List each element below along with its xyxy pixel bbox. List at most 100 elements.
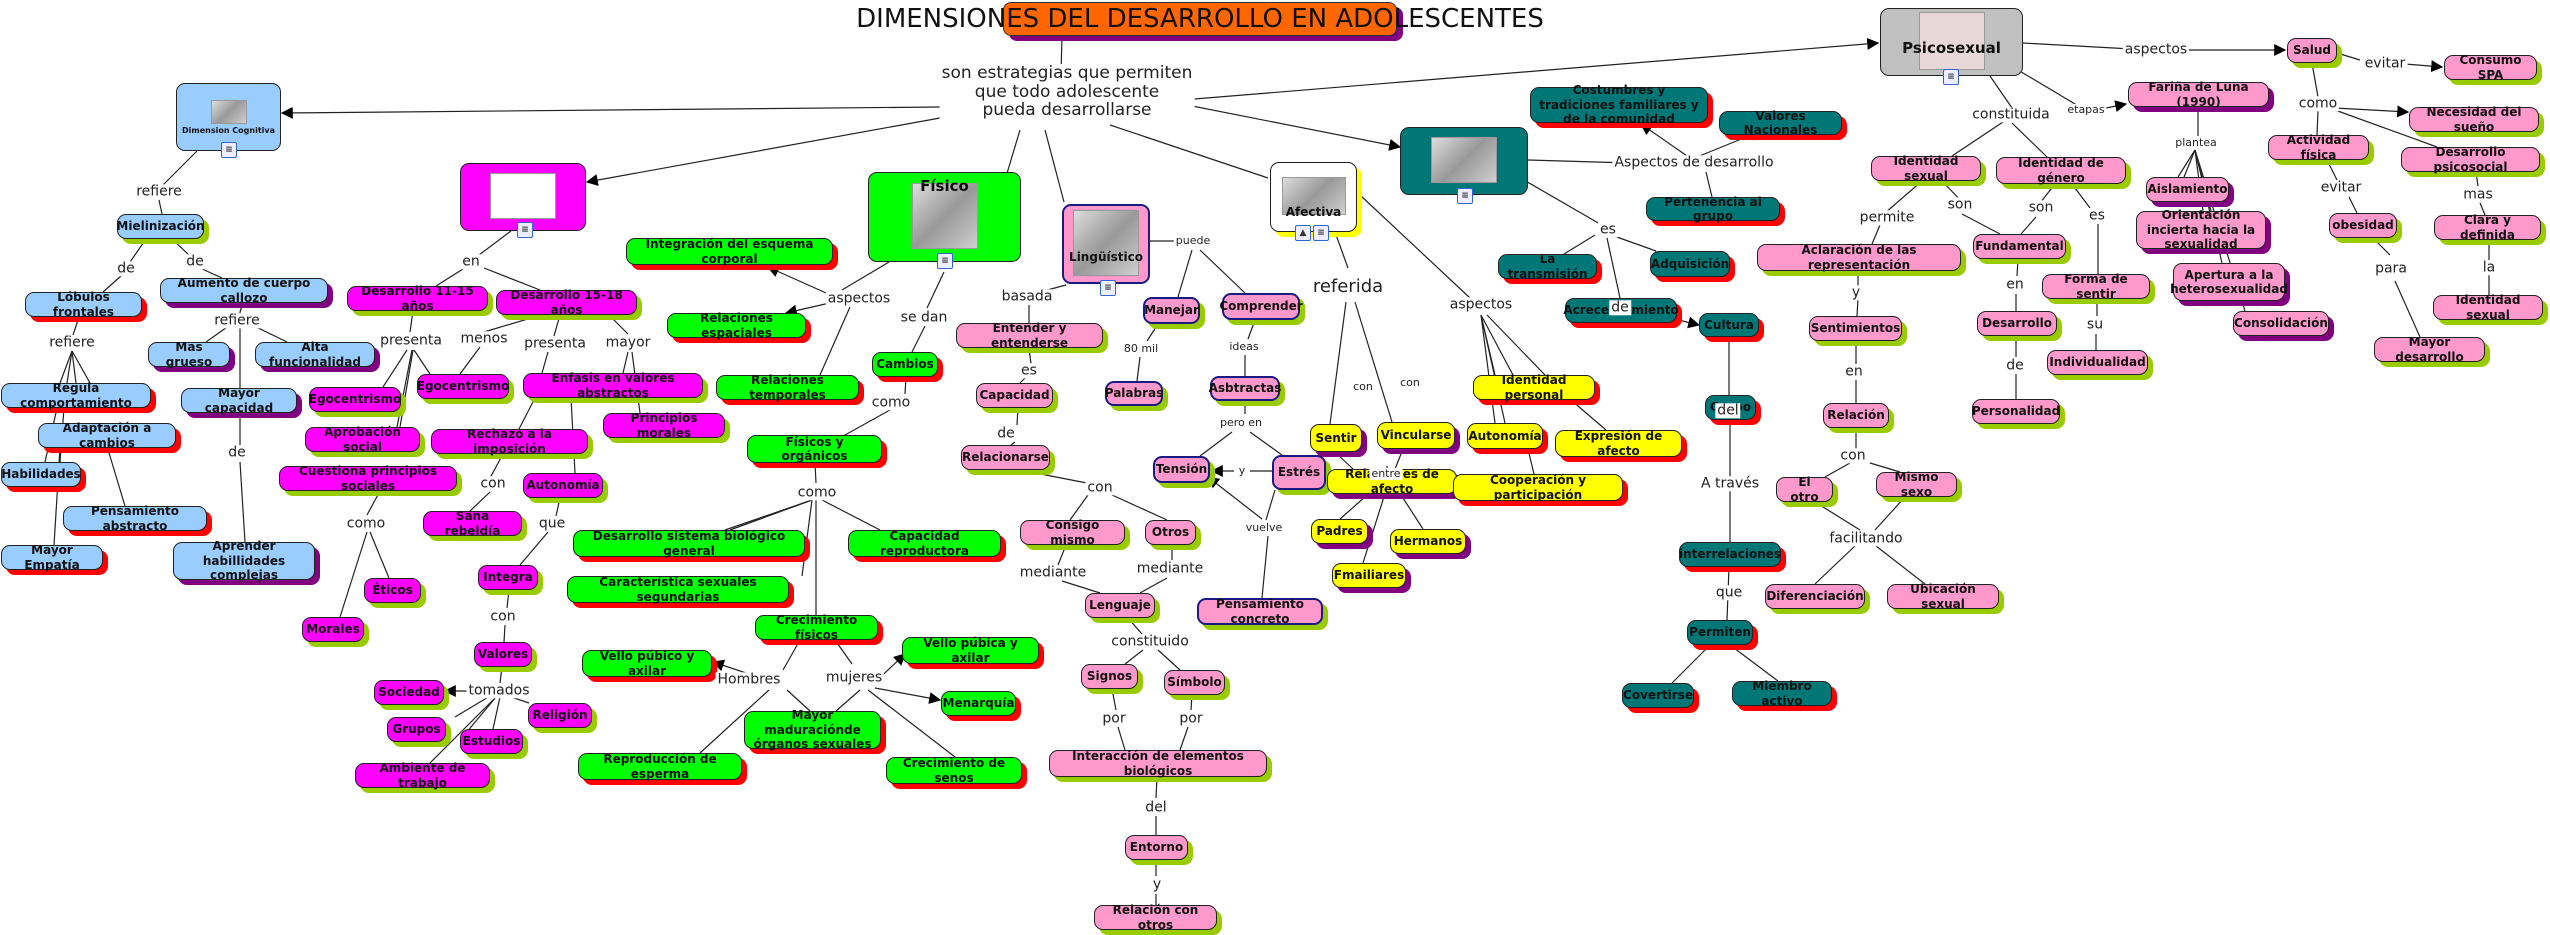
concept-id-sexual[interactable]: Identidad sexual xyxy=(1871,154,1981,183)
concept-clara[interactable]: Clara y definida xyxy=(2434,213,2541,242)
concept-aclaracion[interactable]: Aclaración de las representación xyxy=(1757,243,1961,272)
concept-entender[interactable]: Entender y entenderse xyxy=(956,321,1103,350)
concept-morales[interactable]: Morales xyxy=(302,617,364,642)
concept-relacion[interactable]: Relación xyxy=(1823,403,1889,428)
dimension-linguistico[interactable]: Lingüístico ≡ xyxy=(1062,204,1150,296)
concept-des-psico[interactable]: Desarrollo psicosocial xyxy=(2401,145,2540,174)
concept-mayor-des[interactable]: Mayor desarrollo xyxy=(2374,335,2485,364)
document-icon[interactable]: ≡ xyxy=(221,142,237,158)
concept-el-otro[interactable]: El otro xyxy=(1776,475,1833,504)
concept-mismo-sexo[interactable]: Mismo sexo xyxy=(1876,470,1957,499)
concept-esperma[interactable]: Reproducción de esperma xyxy=(578,752,742,781)
concept-id-sexual2[interactable]: Identidad sexual xyxy=(2433,293,2543,322)
concept-obesidad[interactable]: obesidad xyxy=(2329,213,2397,238)
concept-ego1[interactable]: Egocentrismo xyxy=(309,387,401,412)
concept-salud[interactable]: Salud xyxy=(2287,38,2337,63)
concept-cap-rep[interactable]: Capacidad reproductora xyxy=(848,529,1001,558)
concept-comprender[interactable]: Comprender xyxy=(1219,293,1303,320)
concept-miembro[interactable]: Miembro activo xyxy=(1732,679,1832,708)
concept-apertura[interactable]: Apertura a la heterosexualidad xyxy=(2170,263,2288,301)
concept-integracion[interactable]: Integración del esquema corporal xyxy=(626,237,833,266)
concept-caract[interactable]: Característica sexuales segundarias xyxy=(567,575,789,604)
concept-individualidad[interactable]: Individualidad xyxy=(2047,350,2148,375)
concept-menarquia[interactable]: Menarquía xyxy=(941,691,1016,716)
concept-familiares[interactable]: Fmailiares xyxy=(1332,563,1406,588)
concept-rel-temp[interactable]: Relaciones temporales xyxy=(716,373,859,402)
concept-eticos[interactable]: Éticos xyxy=(364,578,421,603)
image-icon[interactable]: ▲ xyxy=(1295,225,1311,241)
concept-personalidad[interactable]: Personalidad xyxy=(1972,399,2060,424)
document-icon[interactable]: ≡ xyxy=(1100,280,1116,296)
concept-vello-m[interactable]: Vello púbica y axilar xyxy=(902,636,1039,665)
concept-identidad-p[interactable]: Identidad personal xyxy=(1473,373,1595,402)
dimension-psicosexual[interactable]: Psicosexual ≡ xyxy=(1880,8,2023,85)
concept-otros[interactable]: Otros xyxy=(1145,520,1196,545)
concept-cuestiona[interactable]: Cuestiona principios sociales xyxy=(279,464,457,493)
concept-orientacion[interactable]: Orientación incierta hacia la sexualidad xyxy=(2136,208,2266,251)
concept-palabras[interactable]: Palabras xyxy=(1105,381,1163,406)
concept-estres[interactable]: Estrés xyxy=(1272,455,1326,490)
concept-sentir[interactable]: Sentir xyxy=(1310,424,1362,452)
concept-aprender[interactable]: Aprender habillidades complejas xyxy=(173,539,315,582)
concept-lenguaje[interactable]: Lenguaje xyxy=(1085,593,1155,618)
concept-integra[interactable]: Integra xyxy=(478,565,538,590)
concept-rel-otros[interactable]: Relación con otros xyxy=(1094,903,1217,932)
concept-desarrollo-ps[interactable]: Desarrollo xyxy=(1977,311,2057,336)
concept-cultura[interactable]: Cultura xyxy=(1699,313,1759,337)
concept-des1518[interactable]: Desarrollo 15-18 años xyxy=(496,288,637,317)
concept-religion[interactable]: Religión xyxy=(528,703,592,728)
concept-alta-func[interactable]: Alta funcionalidad xyxy=(255,340,375,369)
concept-grupos[interactable]: Grupos xyxy=(387,717,446,742)
concept-fundamental[interactable]: Fundamental xyxy=(1973,234,2066,259)
concept-mas-grueso[interactable]: Mas grueso xyxy=(148,340,230,369)
concept-enfasis[interactable]: Enfasis en valores abstractos xyxy=(523,371,703,400)
concept-hermanos[interactable]: Hermanos xyxy=(1390,529,1466,554)
concept-abstractas[interactable]: Asbtractas xyxy=(1209,376,1281,401)
concept-empatia[interactable]: Mayor Empatía xyxy=(1,543,103,572)
concept-val-nac[interactable]: Valores Nacionales xyxy=(1719,109,1842,137)
concept-entorno[interactable]: Entorno xyxy=(1125,835,1188,860)
concept-fis-org[interactable]: Físicos y orgánicos xyxy=(747,435,882,463)
concept-pens-concreto[interactable]: Pensamiento concreto xyxy=(1197,597,1323,626)
document-icon[interactable]: ≡ xyxy=(1313,225,1329,241)
concept-covertirse[interactable]: Covertirse xyxy=(1622,683,1694,708)
concept-cambios[interactable]: Cambios xyxy=(872,352,938,377)
concept-tension[interactable]: Tensión xyxy=(1153,456,1210,483)
dimension-cognitiva[interactable]: Dimension Cognitiva ≡ xyxy=(176,83,281,158)
concept-crec[interactable]: Crecimiento físicos xyxy=(755,613,878,642)
concept-consolidacion[interactable]: Consolidación xyxy=(2233,311,2329,336)
concept-simbolo[interactable]: Símbolo xyxy=(1164,670,1225,695)
concept-principios[interactable]: Principios morales xyxy=(603,411,725,440)
concept-regula[interactable]: Regula comportamiento xyxy=(1,381,151,410)
concept-consumo[interactable]: Consumo SPA xyxy=(2444,53,2537,82)
concept-pertenencia[interactable]: Pertenencia al grupo xyxy=(1646,195,1780,223)
document-icon[interactable]: ≡ xyxy=(1457,188,1473,204)
concept-interaccion[interactable]: Interacción de elementos biológicos xyxy=(1049,749,1267,778)
concept-costumbres[interactable]: Costumbres y tradiciones familiares y de… xyxy=(1530,83,1708,126)
concept-ubicacion[interactable]: Ubicación sexual xyxy=(1887,582,1999,611)
concept-lobulos[interactable]: Lóbulos frontales xyxy=(25,290,142,319)
concept-sentimientos[interactable]: Sentimientos xyxy=(1809,316,1902,341)
concept-aumento[interactable]: Aumento de cuerpo callozo xyxy=(160,276,328,305)
concept-transmision[interactable]: La transmisión xyxy=(1498,252,1597,281)
concept-vincularse[interactable]: Vincularse xyxy=(1377,422,1455,449)
concept-farina[interactable]: Fariña de Luna (1990) xyxy=(2128,80,2269,109)
concept-adaptacion[interactable]: Adaptación a cambios xyxy=(38,421,176,450)
concept-habilidades[interactable]: Habilidades xyxy=(1,462,81,487)
concept-senos[interactable]: Crecimiento de senos xyxy=(886,756,1022,785)
concept-valores[interactable]: Valores xyxy=(474,642,532,667)
concept-interrelaciones[interactable]: interrelaciones xyxy=(1679,542,1781,567)
concept-autonomia-v[interactable]: Autonomía xyxy=(523,473,603,498)
concept-pensamiento-abs[interactable]: Pensamiento abstracto xyxy=(63,504,207,533)
concept-ambiente[interactable]: Ambiente de trabajo xyxy=(355,761,490,790)
document-icon[interactable]: ≡ xyxy=(517,222,533,238)
concept-rel-esp[interactable]: Relaciones espaciales xyxy=(667,311,806,340)
dimension-fisico[interactable]: Físico ≡ xyxy=(868,172,1021,269)
concept-estudios[interactable]: Estudios xyxy=(460,729,523,754)
concept-mielinizacion[interactable]: Mielinización xyxy=(116,214,205,239)
concept-autonomia-a[interactable]: Autonomía xyxy=(1467,423,1543,449)
concept-rechazo[interactable]: Rechazo a la imposición xyxy=(431,427,588,456)
concept-permiten[interactable]: Permiten xyxy=(1687,620,1753,645)
concept-consigo[interactable]: Consigo mismo xyxy=(1020,518,1125,547)
concept-vello-h[interactable]: Vello púbico y axilar xyxy=(582,649,712,678)
